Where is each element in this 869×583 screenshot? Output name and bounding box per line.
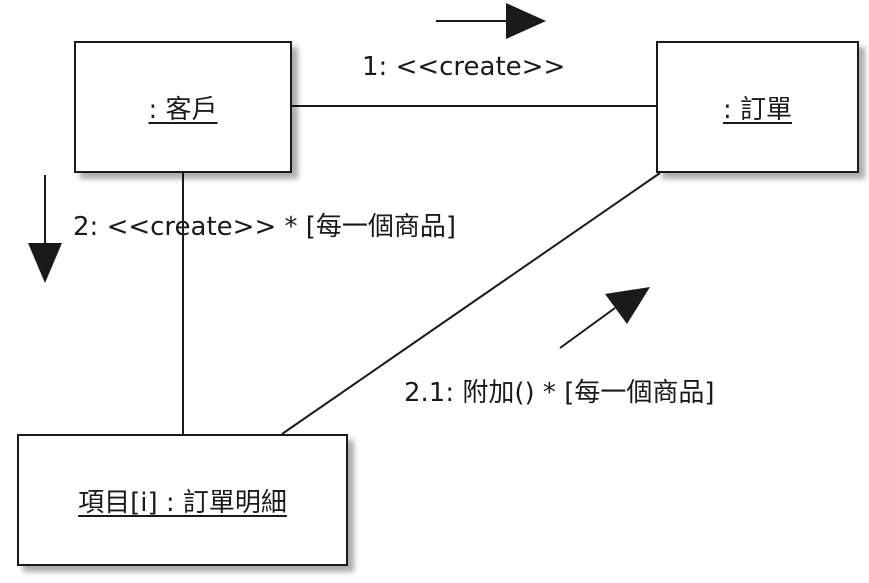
message-2-arrow-icon [28,175,62,283]
message-2-1-label: 2.1: 附加() * [每一個商品] [404,378,715,408]
object-customer: : 客戶 [74,41,292,173]
message-2-label: 2: <<create>> * [每一個商品] [73,212,457,242]
object-order-line: 項目[i] : 訂單明細 [17,434,348,566]
message-2-1-arrow-icon [559,287,650,349]
object-order-line-label: 項目[i] : 訂單明細 [78,487,287,518]
object-order: : 訂單 [656,41,859,173]
link-order-orderline [281,172,661,435]
object-customer-label: : 客戶 [148,94,218,125]
object-order-label: : 訂單 [722,94,793,125]
message-1-label: 1: <<create>> [362,52,566,82]
message-1-arrow-icon [436,3,546,39]
